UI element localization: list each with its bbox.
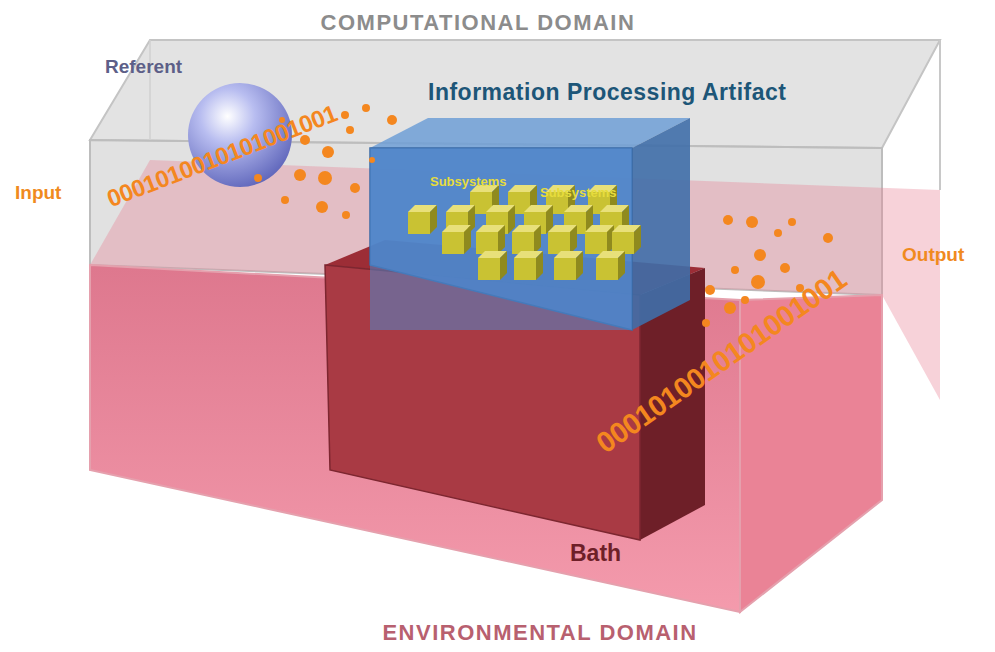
- data-dot: [723, 215, 733, 225]
- data-dot: [731, 266, 739, 274]
- data-dot: [705, 285, 715, 295]
- data-dot: [387, 115, 397, 125]
- data-dot: [342, 211, 350, 219]
- bath-box: Bath: [325, 240, 705, 540]
- data-dot: [254, 174, 262, 182]
- data-dot: [341, 111, 349, 119]
- subsystem-cube: [585, 225, 614, 254]
- data-dot: [780, 263, 790, 273]
- subsystem-cube: [408, 205, 437, 234]
- binary-stream: 0001010010101001001: [103, 99, 341, 212]
- artifact-box: Information Processing Artifact: [370, 118, 690, 330]
- data-dot: [346, 126, 354, 134]
- subsystem-cube: [512, 225, 541, 254]
- computational-domain: COMPUTATIONAL DOMAINReferentInformation …: [90, 40, 940, 298]
- node-heading: Information Processing Artifact: [428, 79, 786, 105]
- data-dot: [702, 319, 710, 327]
- data-dot: [754, 249, 766, 261]
- data-dot: [751, 275, 765, 289]
- data-dot: [322, 146, 334, 158]
- subsystem-cube: [554, 251, 583, 280]
- subsystem-cube: [596, 251, 625, 280]
- binary-stream: 0001010010101001001: [590, 263, 852, 461]
- node-heading: Referent: [105, 56, 182, 78]
- subsystems-label: Subsystems: [540, 186, 617, 201]
- data-dot: [316, 201, 328, 213]
- subsystem-cube: [548, 225, 577, 254]
- subsystem-cube: [478, 251, 507, 280]
- subsystems-label: Subsystems: [430, 175, 507, 190]
- data-dot: [350, 183, 360, 193]
- output-label: Output: [902, 244, 964, 266]
- node-heading: Bath: [570, 540, 621, 566]
- data-dot: [362, 104, 370, 112]
- subsystem-cube: [612, 225, 641, 254]
- subsystem-cube: [514, 251, 543, 280]
- input-label: Input: [15, 182, 61, 204]
- data-dot: [369, 157, 375, 163]
- node-heading: ENVIRONMENTAL DOMAIN: [382, 620, 697, 645]
- data-dot: [294, 169, 306, 181]
- subsystem-cube: [476, 225, 505, 254]
- referent-sphere: Referent: [188, 83, 292, 187]
- environmental-domain: ENVIRONMENTAL DOMAINBath: [90, 265, 882, 612]
- data-dot: [318, 171, 332, 185]
- subsystem-cube: [442, 225, 471, 254]
- data-dot: [823, 233, 833, 243]
- node-heading: COMPUTATIONAL DOMAIN: [321, 10, 636, 35]
- data-dot: [281, 196, 289, 204]
- data-dot: [724, 302, 736, 314]
- data-dot: [774, 229, 782, 237]
- data-dot: [741, 296, 749, 304]
- data-dot: [788, 218, 796, 226]
- data-dot: [746, 216, 758, 228]
